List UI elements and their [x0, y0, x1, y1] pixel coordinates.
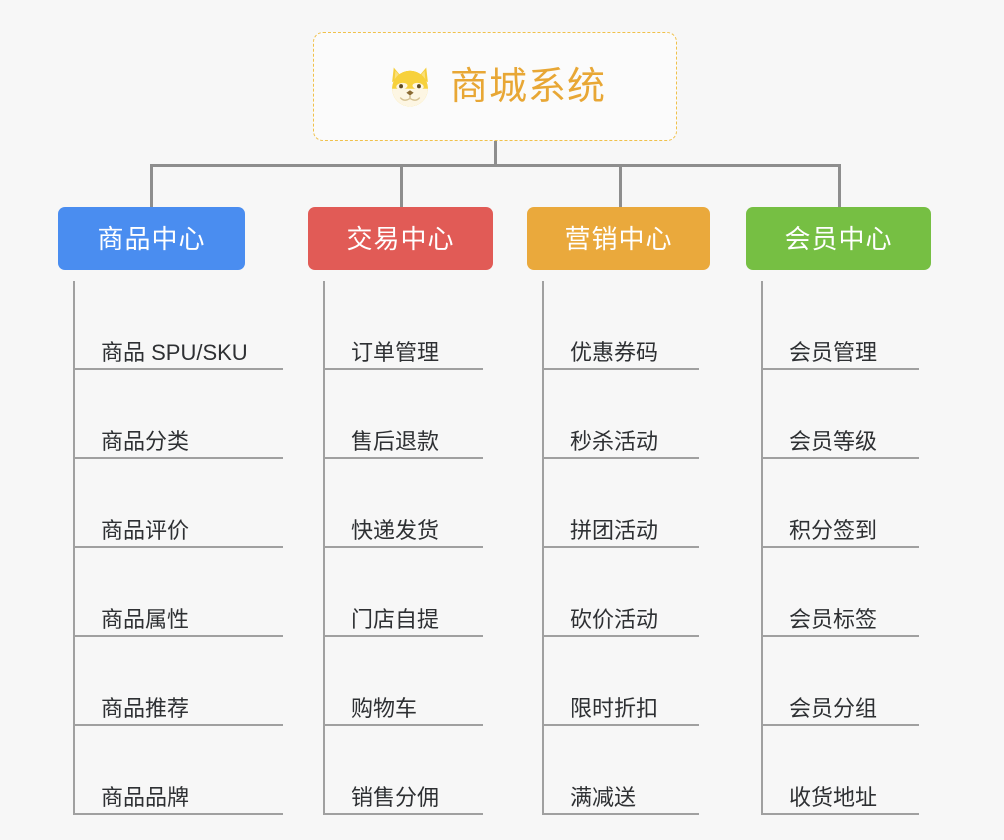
leaf-item[interactable]: 会员标签 [761, 548, 919, 637]
leaf-item[interactable]: 商品属性 [73, 548, 283, 637]
leaf-item[interactable]: 限时折扣 [542, 637, 699, 726]
leaf-label: 拼团活动 [570, 517, 659, 543]
leaf-item[interactable]: 优惠券码 [542, 281, 699, 370]
category-header-0[interactable]: 商品中心 [58, 207, 245, 270]
leaf-item[interactable]: 收货地址 [761, 726, 919, 815]
leaf-label: 商品品牌 [101, 784, 190, 810]
leaf-item[interactable]: 销售分佣 [323, 726, 483, 815]
leaf-item[interactable]: 满减送 [542, 726, 699, 815]
leaf-item[interactable]: 购物车 [323, 637, 483, 726]
category-header-3[interactable]: 会员中心 [746, 207, 931, 270]
leaf-item[interactable]: 快递发货 [323, 459, 483, 548]
leaf-label: 满减送 [570, 784, 637, 810]
root-node[interactable]: 商城系统 [313, 32, 677, 141]
leaf-label: 限时折扣 [570, 695, 659, 721]
leaf-item[interactable]: 商品分类 [73, 370, 283, 459]
connector-horizontal-bus [150, 164, 841, 167]
leaf-list-1: 订单管理 售后退款 快递发货 门店自提 购物车 销售分佣 [323, 281, 483, 815]
category-header-1[interactable]: 交易中心 [308, 207, 493, 270]
leaf-label: 订单管理 [351, 339, 440, 365]
category-header-2[interactable]: 营销中心 [527, 207, 710, 270]
leaf-item[interactable]: 商品品牌 [73, 726, 283, 815]
connector-drop-3 [619, 164, 622, 208]
leaf-label: 商品推荐 [101, 695, 190, 721]
connector-drop-1 [150, 164, 153, 208]
leaf-label: 会员分组 [789, 695, 878, 721]
leaf-list-2: 优惠券码 秒杀活动 拼团活动 砍价活动 限时折扣 满减送 [542, 281, 699, 815]
connector-drop-4 [838, 164, 841, 208]
leaf-item[interactable]: 会员等级 [761, 370, 919, 459]
connector-root-stem [494, 141, 497, 167]
leaf-item[interactable]: 积分签到 [761, 459, 919, 548]
root-title: 商城系统 [449, 65, 606, 108]
leaf-item[interactable]: 拼团活动 [542, 459, 699, 548]
leaf-label: 会员标签 [789, 606, 878, 632]
branch-trunk-1 [323, 281, 325, 815]
leaf-item[interactable]: 秒杀活动 [542, 370, 699, 459]
leaf-list-0: 商品 SPU/SKU 商品分类 商品评价 商品属性 商品推荐 商品品牌 [73, 281, 283, 815]
leaf-item[interactable]: 会员管理 [761, 281, 919, 370]
leaf-label: 会员管理 [789, 339, 878, 365]
leaf-label: 商品 SPU/SKU [101, 339, 248, 365]
connector-drop-2 [400, 164, 403, 208]
leaf-item[interactable]: 售后退款 [323, 370, 483, 459]
leaf-label: 售后退款 [351, 428, 440, 454]
leaf-label: 会员等级 [789, 428, 878, 454]
leaf-label: 商品评价 [101, 517, 190, 543]
category-header-label: 会员中心 [784, 223, 893, 254]
leaf-item[interactable]: 商品 SPU/SKU [73, 281, 283, 370]
leaf-label: 购物车 [351, 695, 418, 721]
leaf-label: 商品分类 [101, 428, 190, 454]
leaf-label: 砍价活动 [570, 606, 659, 632]
leaf-label: 销售分佣 [351, 784, 440, 810]
leaf-item[interactable]: 砍价活动 [542, 548, 699, 637]
branch-trunk-0 [73, 281, 75, 815]
category-header-label: 商品中心 [97, 223, 206, 254]
shiba-dog-face-icon [392, 67, 428, 106]
branch-trunk-2 [542, 281, 544, 815]
category-header-label: 营销中心 [564, 223, 673, 254]
leaf-item[interactable]: 商品推荐 [73, 637, 283, 726]
leaf-item[interactable]: 会员分组 [761, 637, 919, 726]
leaf-label: 优惠券码 [570, 339, 659, 365]
leaf-list-3: 会员管理 会员等级 积分签到 会员标签 会员分组 收货地址 [761, 281, 919, 815]
branch-trunk-3 [761, 281, 763, 815]
leaf-label: 快递发货 [351, 517, 440, 543]
leaf-item[interactable]: 商品评价 [73, 459, 283, 548]
category-header-label: 交易中心 [346, 223, 455, 254]
leaf-label: 收货地址 [789, 784, 878, 810]
leaf-label: 积分签到 [789, 517, 878, 543]
leaf-label: 秒杀活动 [570, 428, 659, 454]
leaf-item[interactable]: 门店自提 [323, 548, 483, 637]
leaf-label: 门店自提 [351, 606, 440, 632]
leaf-item[interactable]: 订单管理 [323, 281, 483, 370]
leaf-label: 商品属性 [101, 606, 190, 632]
